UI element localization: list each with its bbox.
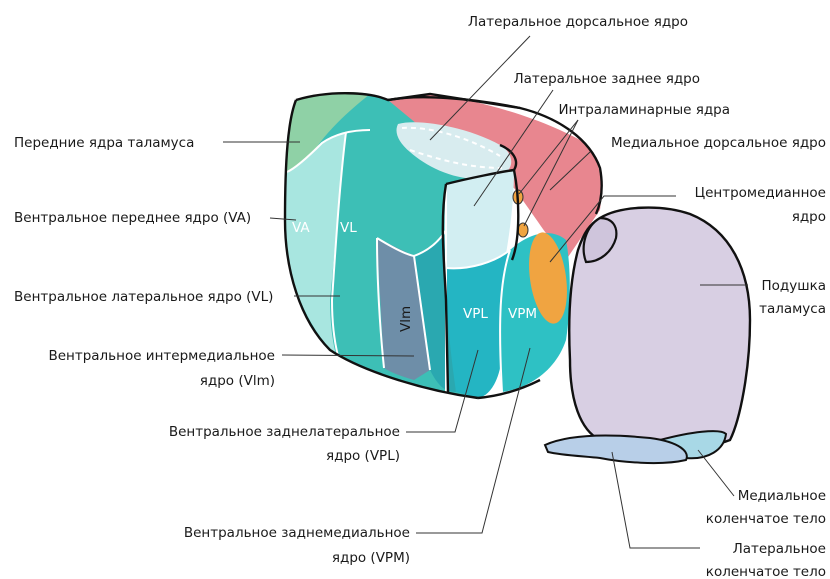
label-lgb-1: Латеральное	[733, 541, 826, 557]
label-lateral-dorsal: Латеральное дорсальное ядро	[468, 14, 688, 30]
label-mgb-2: коленчатое тело	[706, 511, 826, 527]
intralaminar-oval-2	[518, 223, 528, 237]
abbr-vim: Vlm	[398, 306, 414, 332]
label-pulvinar-1: Подушка	[761, 278, 826, 294]
label-anterior: Передние ядра таламуса	[14, 135, 194, 151]
label-centromedian-1: Центромедианное	[695, 185, 826, 201]
label-vpl-1: Вентральное заднелатеральное	[169, 424, 400, 440]
label-intralaminar: Интраламинарные ядра	[558, 102, 730, 118]
leader-lgb	[612, 452, 700, 548]
label-lateral-posterior: Латеральное заднее ядро	[513, 71, 700, 87]
leader-mgb	[698, 450, 734, 496]
label-vim-2: ядро (Vlm)	[200, 373, 275, 389]
abbr-va: VA	[292, 220, 310, 236]
label-vpm-2: ядро (VPM)	[332, 550, 410, 566]
label-lgb-2: коленчатое тело	[706, 564, 826, 579]
label-vl: Вентральное латеральное ядро (VL)	[14, 289, 273, 305]
label-vpm-1: Вентральное заднемедиальное	[184, 525, 410, 541]
label-vim-1: Вентральное интермедиальное	[48, 348, 275, 364]
abbr-vl: VL	[340, 220, 357, 236]
label-vpl-2: ядро (VPL)	[326, 448, 400, 464]
label-centromedian-2: ядро	[792, 209, 826, 225]
label-va: Вентральное переднее ядро (VA)	[14, 210, 251, 226]
abbr-vpm: VPM	[508, 306, 537, 322]
label-pulvinar-2: таламуса	[759, 301, 826, 317]
abbr-vpl: VPL	[463, 306, 488, 322]
label-mgb-1: Медиальное	[738, 488, 826, 504]
label-medial-dorsal: Медиальное дорсальное ядро	[611, 135, 826, 151]
